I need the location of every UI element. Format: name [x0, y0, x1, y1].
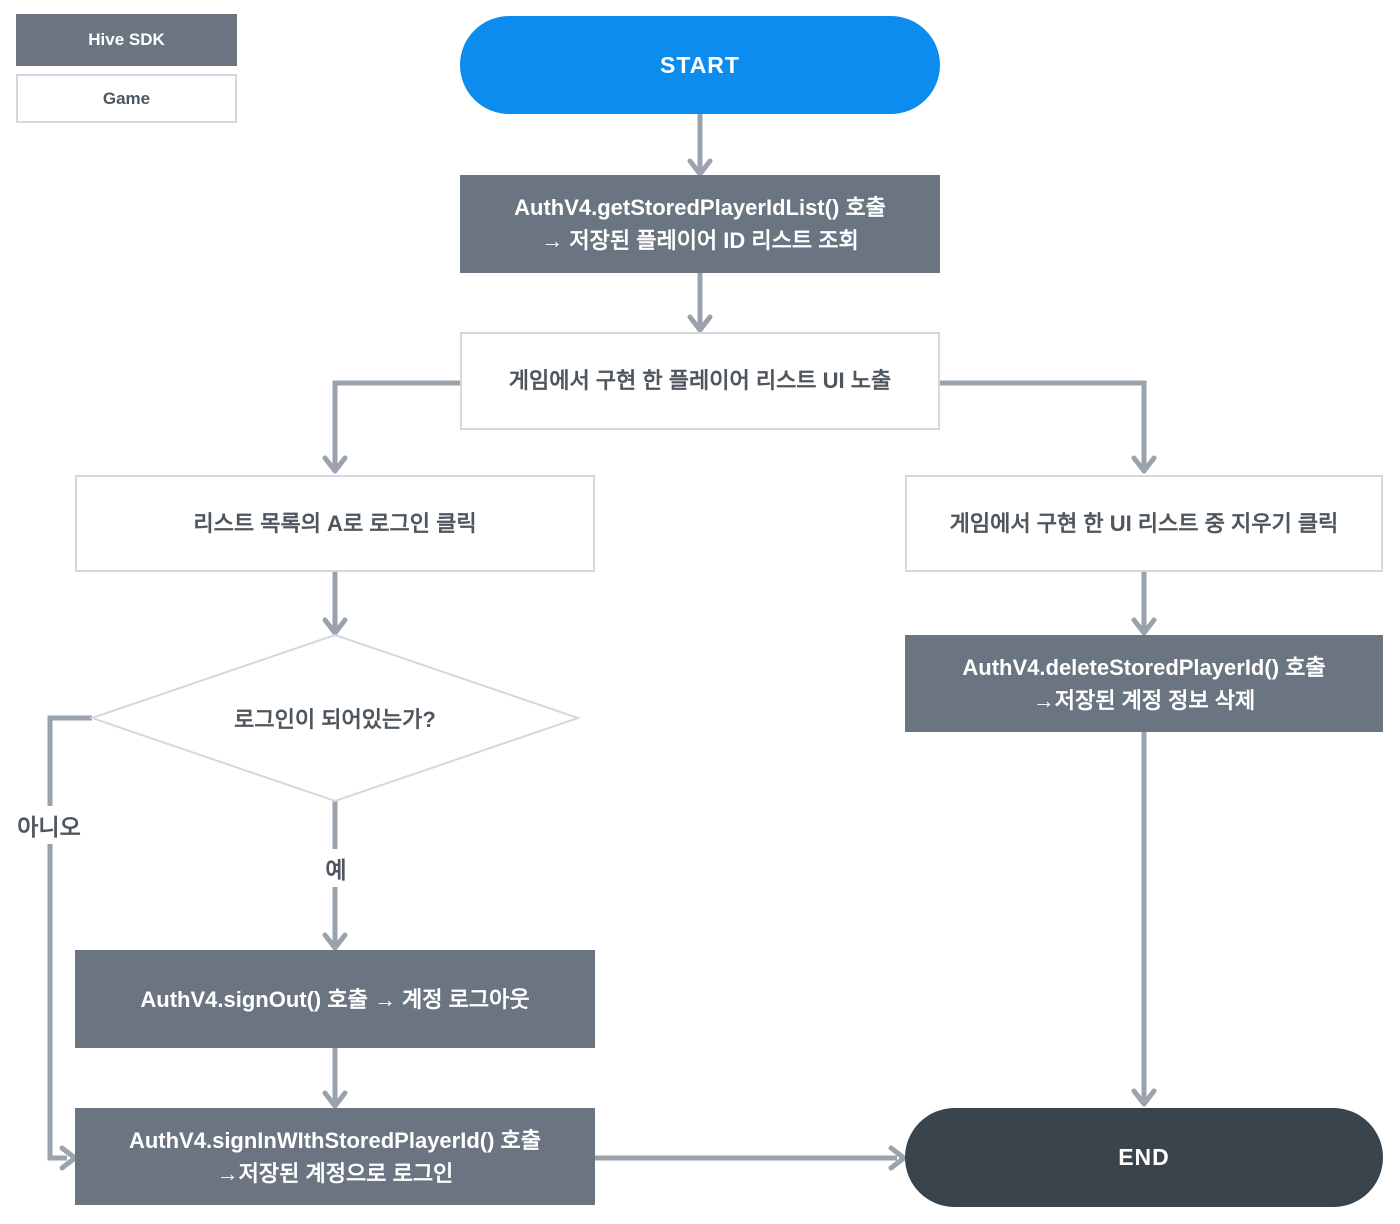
arrowhead-getlist — [687, 158, 713, 177]
legend-hive-sdk: Hive SDK — [16, 14, 237, 66]
player-list-ui-label: 게임에서 구현 한 플레이어 리스트 UI 노출 — [508, 368, 892, 394]
edge-listui-to-delclick — [940, 380, 1147, 467]
arrowhead-end-top — [1131, 1088, 1157, 1107]
delete-click-node: 게임에서 구현 한 UI 리스트 중 지우기 클릭 — [905, 475, 1383, 572]
legend-game-label: Game — [102, 88, 151, 108]
arrowhead-end-left — [888, 1145, 907, 1171]
sign-out-label: AuthV4.signOut() 호출 → 계정 로그아웃 — [140, 986, 530, 1012]
start-label: START — [660, 51, 740, 78]
arrowhead-signin — [322, 1090, 348, 1109]
arrowhead-listui — [687, 314, 713, 333]
arrowhead-loginclick — [322, 455, 348, 474]
get-stored-playerid-list-line2: → 저장된 플레이어 ID 리스트 조회 — [541, 228, 859, 253]
edge-decision-no-to-signin — [47, 715, 92, 1161]
get-stored-playerid-list-line1: AuthV4.getStoredPlayerIdList() 호출 — [514, 195, 886, 220]
end-label: END — [1118, 1144, 1170, 1170]
arrowhead-delclick — [1131, 455, 1157, 474]
end-node: END — [905, 1108, 1383, 1207]
login-click-label: 리스트 목록의 A로 로그인 클릭 — [193, 510, 477, 536]
login-click-node: 리스트 목록의 A로 로그인 클릭 — [75, 475, 595, 572]
sign-in-with-stored-playerid-line1: AuthV4.signInWIthStoredPlayerId() 호출 — [128, 1127, 542, 1153]
edge-label-no: 아니오 — [12, 806, 86, 844]
sign-out-node: AuthV4.signOut() 호출 → 계정 로그아웃 — [75, 950, 595, 1048]
legend-hive-sdk-label: Hive SDK — [88, 30, 165, 49]
delete-stored-playerid-line2: →저장된 계정 정보 삭제 — [1032, 687, 1256, 713]
arrowhead-decision — [322, 617, 348, 636]
delete-stored-playerid-node: AuthV4.deleteStoredPlayerId() 호출 →저장된 계정… — [905, 635, 1383, 732]
legend-game: Game — [16, 74, 237, 123]
arrowhead-delstored — [1131, 617, 1157, 636]
player-list-ui-node: 게임에서 구현 한 플레이어 리스트 UI 노출 — [460, 332, 940, 430]
arrowhead-signout — [322, 932, 348, 951]
edge-listui-to-loginclick — [332, 380, 460, 467]
decision-login-check-label: 로그인이 되어있는가? — [234, 707, 436, 732]
sign-in-with-stored-playerid-node: AuthV4.signInWIthStoredPlayerId() 호출 →저장… — [75, 1108, 595, 1205]
edge-label-yes: 예 — [320, 849, 352, 887]
start-node: START — [460, 16, 940, 114]
delete-stored-playerid-line1: AuthV4.deleteStoredPlayerId() 호출 — [962, 654, 1326, 680]
decision-diamond-shape — [88, 633, 582, 803]
sign-in-with-stored-playerid-line2: →저장된 계정으로 로그인 — [216, 1160, 454, 1186]
delete-click-label: 게임에서 구현 한 UI 리스트 중 지우기 클릭 — [949, 510, 1339, 536]
get-stored-playerid-list-node: AuthV4.getStoredPlayerIdList() 호출 → 저장된 … — [460, 175, 940, 273]
